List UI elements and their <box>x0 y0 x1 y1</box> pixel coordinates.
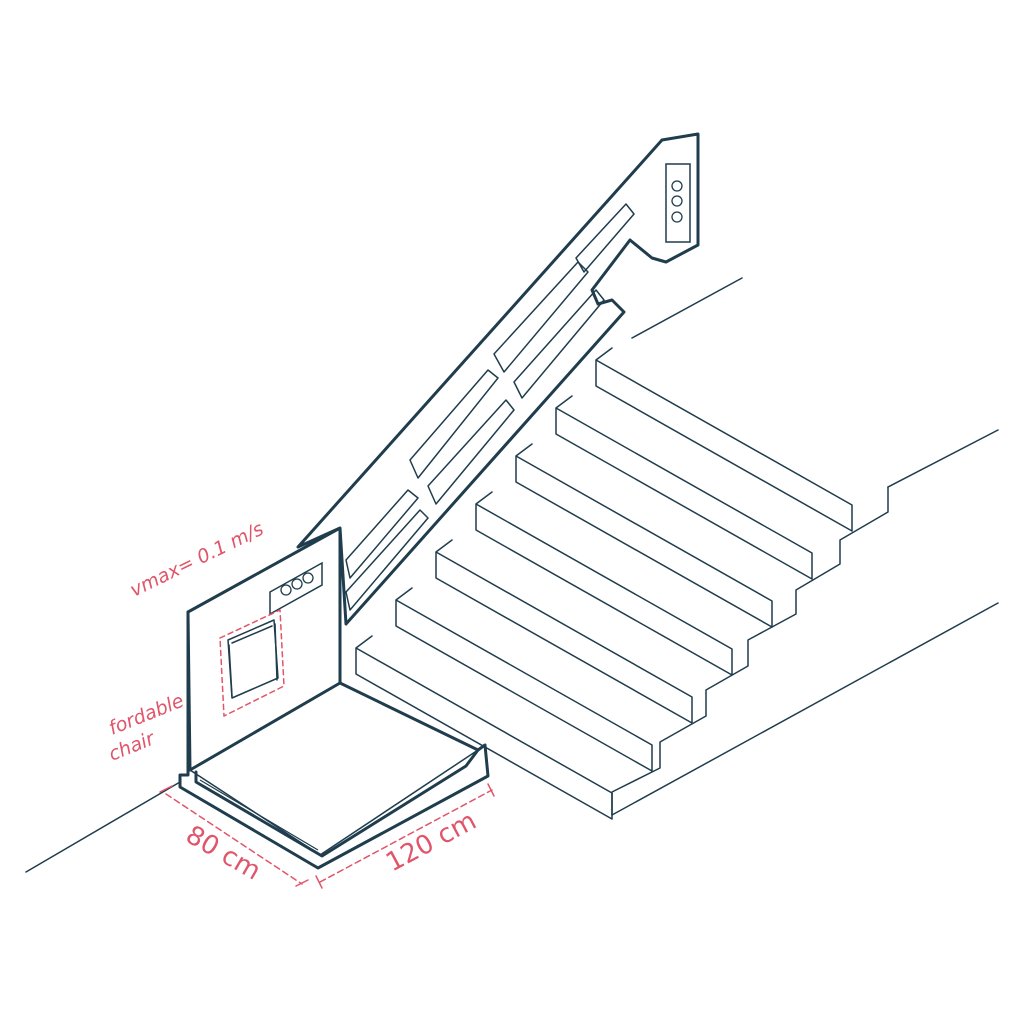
rail-slot <box>513 289 605 399</box>
wall-floor-line-right <box>611 602 999 816</box>
depth-dimension-line <box>165 793 303 885</box>
circle-icon[interactable] <box>671 195 683 207</box>
rail-control-panel <box>665 163 691 243</box>
staircase <box>355 347 889 820</box>
rail-control-buttons <box>671 180 683 223</box>
width-dimension-line <box>319 789 493 883</box>
wall-floor-line-mid <box>887 429 999 488</box>
platform-rim-edge <box>338 681 480 752</box>
rail-slot <box>575 203 635 273</box>
circle-icon[interactable] <box>291 578 303 590</box>
stair-step <box>435 539 693 724</box>
stair-step <box>595 347 853 532</box>
platform-rim <box>178 610 490 870</box>
chair-highlight-box <box>219 609 285 717</box>
stair-step <box>515 443 773 628</box>
platform-inner-line <box>199 779 319 851</box>
chevron-down-icon[interactable] <box>302 572 314 584</box>
wall-floor-line-left <box>25 781 181 873</box>
stair-rail <box>296 132 700 626</box>
chevron-up-icon[interactable] <box>671 180 683 192</box>
rail-slot <box>493 261 589 373</box>
lift-control-buttons <box>280 572 314 596</box>
rail-slots <box>345 203 635 611</box>
stair-step <box>555 395 813 580</box>
stair-step <box>475 491 733 676</box>
room-lines <box>25 277 999 873</box>
rail-slot <box>409 369 499 479</box>
rail-slot <box>345 489 419 579</box>
platform-lift <box>178 526 490 870</box>
chevron-down-icon[interactable] <box>671 211 683 223</box>
dimension-lines <box>159 783 495 889</box>
stair-step <box>395 587 653 772</box>
stair-side-profile <box>611 486 889 816</box>
chevron-up-icon[interactable] <box>280 584 292 596</box>
folding-chair <box>227 619 279 699</box>
wall-floor-line-upper <box>631 277 743 339</box>
rail-slot <box>427 399 515 505</box>
rail-slot <box>345 509 429 611</box>
